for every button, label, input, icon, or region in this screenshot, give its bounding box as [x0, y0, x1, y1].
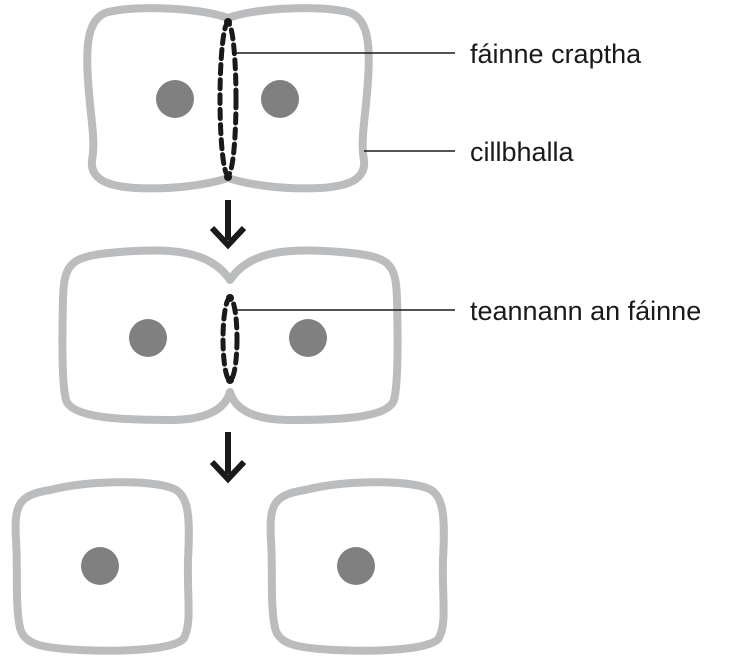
stage-2-nucleus-left — [129, 319, 167, 357]
daughter-right-nucleus — [337, 547, 375, 585]
daughter-cell-right — [266, 478, 448, 655]
ring-tightens-label: teannann an fáinne — [470, 296, 701, 326]
ring-bottom-dot — [224, 173, 232, 181]
stage-1-dividing-cell — [83, 4, 373, 193]
cell-membrane-label: cillbhalla — [470, 137, 575, 167]
stage-2-tightening-cell — [58, 246, 402, 424]
contractile-ring — [217, 20, 239, 178]
down-arrow-2-icon — [209, 432, 247, 484]
ring-top-dot — [224, 18, 232, 26]
down-arrow-1-icon — [209, 200, 247, 250]
stage-1-cell-outline — [83, 4, 373, 193]
stage-1-nucleus-right — [261, 80, 299, 118]
contractile-ring-label: fáinne craptha — [470, 39, 642, 69]
tightening-ring-bottom-dot — [226, 376, 234, 384]
stage-3-daughter-cells — [11, 478, 448, 655]
tightening-ring — [220, 295, 240, 383]
stage-1-nucleus-left — [156, 80, 194, 118]
stage-2-nucleus-right — [289, 319, 327, 357]
daughter-cell-left — [11, 478, 193, 655]
stage-2-cell-outline — [58, 246, 402, 424]
tightening-ring-top-dot — [226, 294, 234, 302]
daughter-left-nucleus — [81, 547, 119, 585]
